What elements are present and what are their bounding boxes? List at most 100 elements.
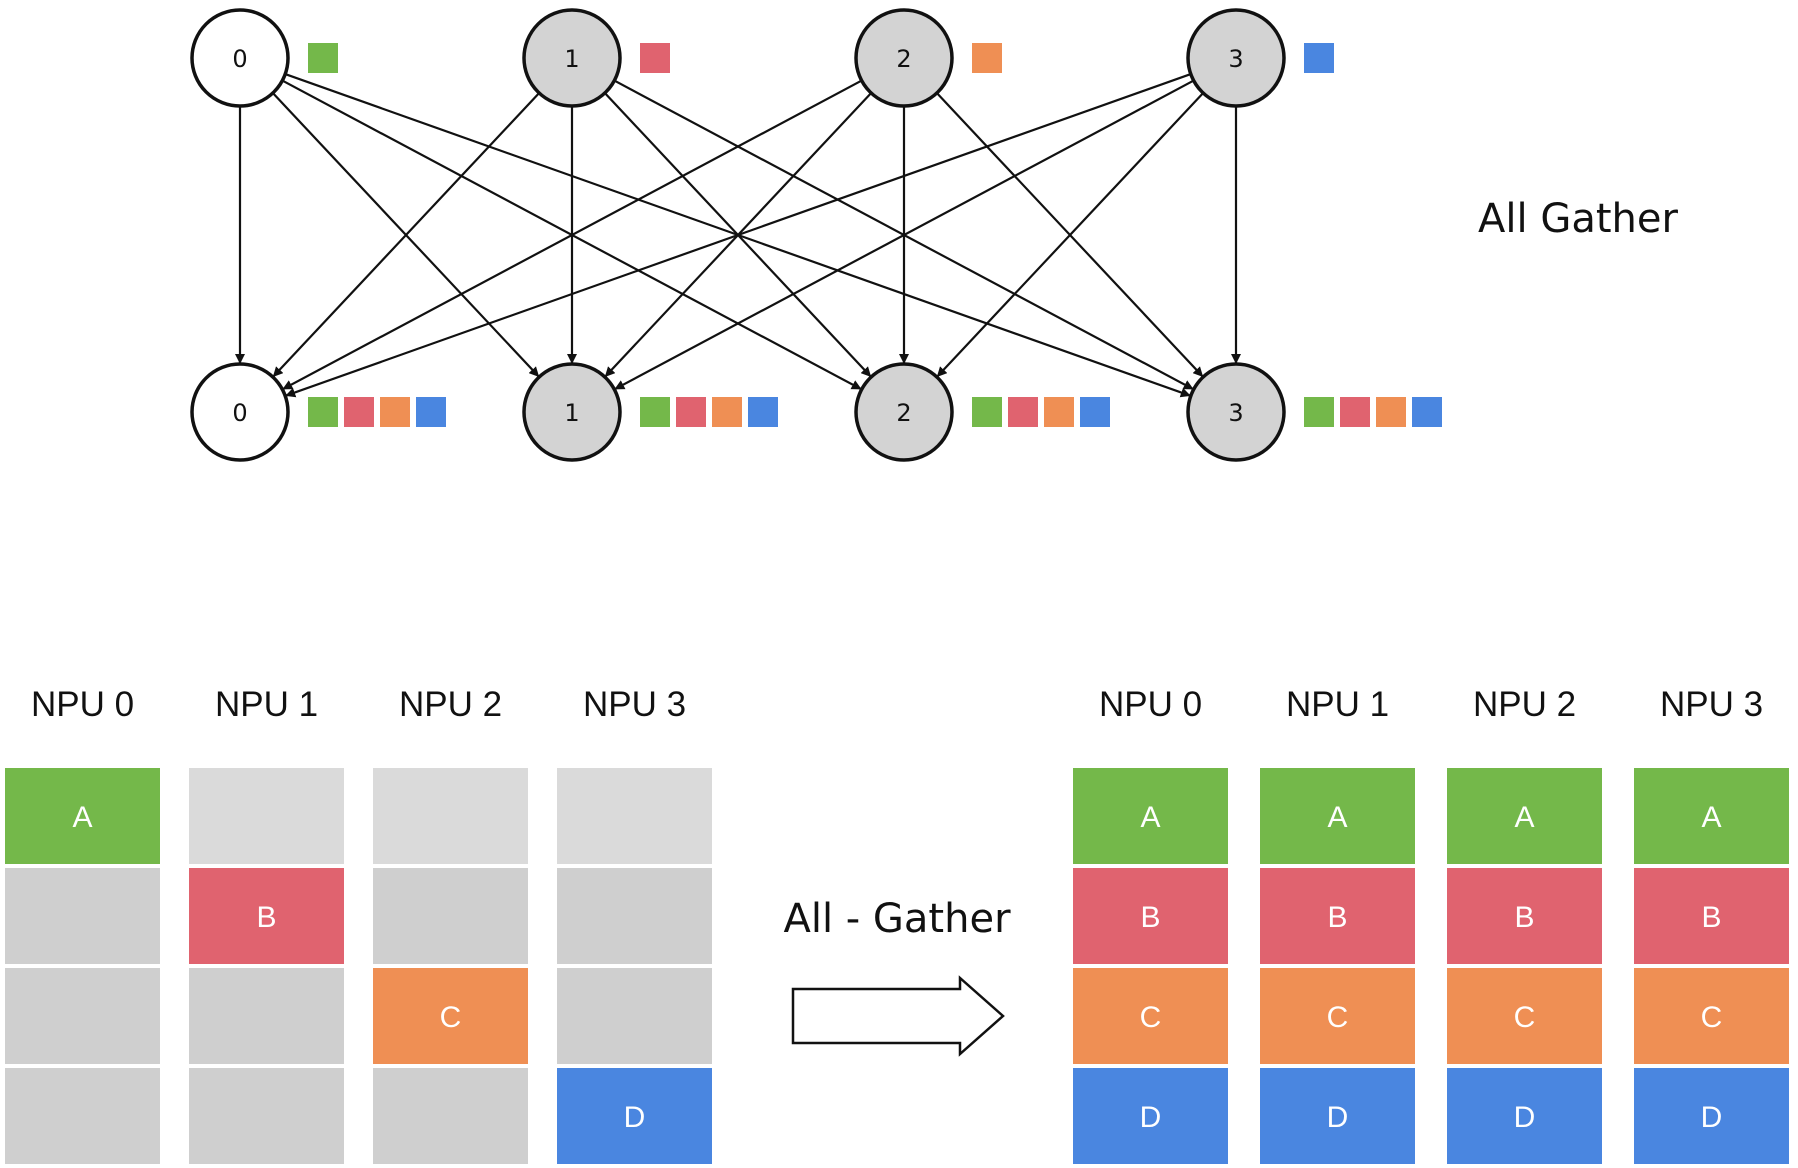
cell-label: B [1701, 901, 1721, 934]
right-arrow-icon [791, 975, 1005, 1057]
memory-cell [1634, 1068, 1789, 1164]
npu-label: NPU 1 [215, 685, 318, 724]
memory-cell [1073, 1068, 1228, 1164]
node-label: 2 [896, 45, 911, 73]
data-block-a [308, 397, 338, 427]
before-column-3: NPU 3D [557, 685, 712, 1164]
node-label: 3 [1228, 45, 1243, 73]
memory-cell [1447, 768, 1602, 864]
cell-label: A [72, 801, 92, 834]
cell-label: B [1327, 901, 1347, 934]
data-block-b [676, 397, 706, 427]
cell-label: C [1140, 1001, 1162, 1034]
cell-label: C [1514, 1001, 1536, 1034]
node-circle [854, 362, 954, 462]
npu-label: NPU 3 [583, 685, 686, 724]
memory-cell [189, 768, 344, 864]
node-label: 1 [564, 45, 579, 73]
node-circle [190, 8, 290, 108]
memory-cell [557, 968, 712, 1064]
data-block-c [1044, 397, 1074, 427]
cell-label: B [256, 901, 276, 934]
data-block-d [1080, 397, 1110, 427]
memory-cell [5, 968, 160, 1064]
data-block-c [1376, 397, 1406, 427]
edge-1-to-0 [272, 92, 540, 378]
memory-cell [1260, 768, 1415, 864]
memory-cell [1447, 868, 1602, 964]
memory-cell [1447, 968, 1602, 1064]
top-node-0: 0 [190, 8, 338, 108]
cell-label: D [1514, 1101, 1536, 1134]
data-block-a [308, 43, 338, 73]
top-node-row: 0 1 2 3 [190, 8, 1334, 108]
node-circle [1186, 8, 1286, 108]
cell-label: C [1327, 1001, 1349, 1034]
memory-cell [1634, 868, 1789, 964]
edge-3-to-2 [936, 92, 1204, 378]
before-column-2: NPU 2 C [373, 685, 528, 1164]
edge-3-to-1 [614, 79, 1195, 390]
cell-label: A [1140, 801, 1160, 834]
npu-label: NPU 3 [1660, 685, 1763, 724]
top-node-1: 1 [522, 8, 670, 108]
data-block-c [380, 397, 410, 427]
data-block-d [416, 397, 446, 427]
memory-cell [189, 968, 344, 1064]
data-block-c [972, 43, 1002, 73]
graph-edges [235, 73, 1241, 398]
cell-label: A [1514, 801, 1534, 834]
memory-cell [5, 768, 160, 864]
memory-cell [557, 1068, 712, 1164]
node-circle [854, 8, 954, 108]
before-column-1: NPU 1 B [189, 685, 344, 1164]
data-block-b [344, 397, 374, 427]
edge-2-to-0 [282, 79, 863, 390]
memory-cell [5, 1068, 160, 1164]
node-label: 0 [232, 45, 247, 73]
memory-cell [373, 1068, 528, 1164]
data-block-a [972, 397, 1002, 427]
memory-cell [1073, 768, 1228, 864]
cell-label: D [1140, 1101, 1162, 1134]
cell-label: C [440, 1001, 462, 1034]
memory-cell [373, 768, 528, 864]
memory-cell [557, 868, 712, 964]
data-block-c [712, 397, 742, 427]
node-circle [190, 362, 290, 462]
after-column-0: NPU 0 A B C D [1073, 685, 1228, 1164]
data-block-b [1008, 397, 1038, 427]
bottom-node-2: 2 [854, 362, 1110, 462]
cell-label: D [1327, 1101, 1349, 1134]
data-block-d [748, 397, 778, 427]
node-label: 3 [1228, 399, 1243, 427]
memory-cell [373, 868, 528, 964]
node-circle [522, 362, 622, 462]
npu-label: NPU 0 [1099, 685, 1202, 724]
bottom-node-3: 3 [1186, 362, 1442, 462]
memory-cell [1073, 868, 1228, 964]
memory-cell [1260, 968, 1415, 1064]
npu-label: NPU 2 [399, 685, 502, 724]
data-block-b [640, 43, 670, 73]
cell-label: B [1514, 901, 1534, 934]
data-block-a [1304, 397, 1334, 427]
memory-cell [189, 1068, 344, 1164]
memory-cell [1634, 968, 1789, 1064]
edge-3-to-0 [285, 73, 1192, 398]
data-block-d [1304, 43, 1334, 73]
memory-cell [5, 868, 160, 964]
memory-cell [1260, 1068, 1415, 1164]
top-node-2: 2 [854, 8, 1002, 108]
node-label: 2 [896, 399, 911, 427]
memory-cell [1447, 1068, 1602, 1164]
top-node-3: 3 [1186, 8, 1334, 108]
cell-label: C [1701, 1001, 1723, 1034]
cell-label: B [1140, 901, 1160, 934]
